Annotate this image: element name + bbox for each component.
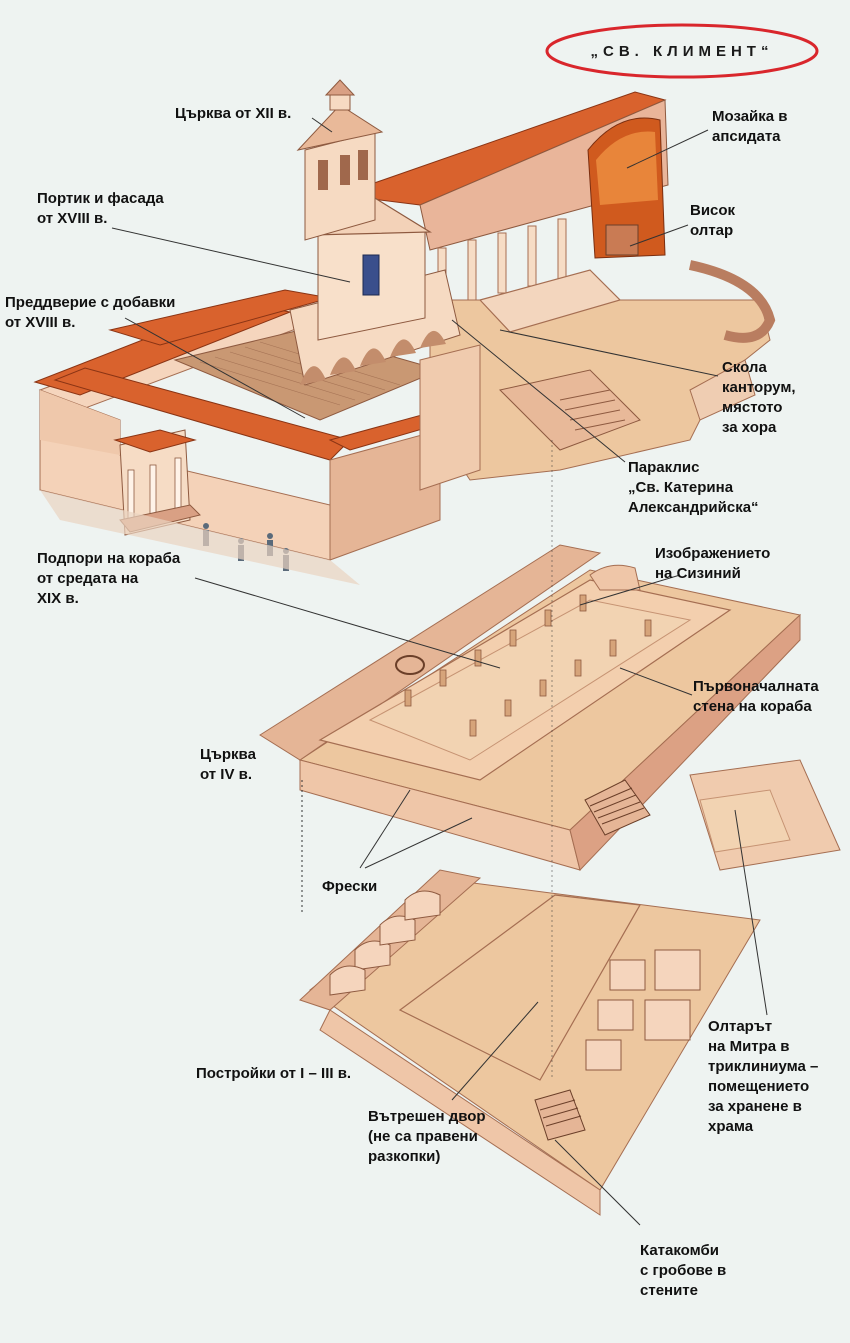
label-catacombs: Катакомби с гробове в стените — [640, 1242, 727, 1299]
staircase — [584, 779, 651, 836]
label-high-altar: Висок олтар — [690, 202, 736, 239]
label-inner-courtyard: Вътрешен двор (не са правени разкопки) — [368, 1108, 486, 1165]
leader-lines — [111, 117, 768, 1226]
label-portico-facade: Портик и фасада от XVIII в. — [37, 190, 164, 227]
facade-window — [362, 254, 380, 296]
church-12c-structure — [33, 79, 776, 585]
label-church-4c: Църква от IV в. — [200, 746, 256, 783]
vaulted-chambers — [329, 890, 441, 996]
title-highlight-ellipse — [545, 23, 819, 79]
diagram-title: „СВ. КЛИМЕНТ“ — [590, 43, 774, 60]
schola-cantorum-enclosure — [478, 269, 622, 333]
label-frescoes: Фрески — [322, 878, 378, 895]
label-mithras-altar: Олтарът на Митра в триклиниума – помещен… — [708, 1018, 819, 1135]
label-original-nave-wall: Първоначалната стена на кораба — [693, 678, 819, 715]
church-4c-structure — [259, 544, 841, 872]
high-altar-canopy — [605, 224, 639, 256]
label-st-catherine-chapel: Параклис „Св. Катерина Александрийска“ — [628, 459, 759, 516]
label-nave-supports: Подпори на кораба от средата на XIX в. — [37, 550, 181, 607]
bell-tower — [296, 79, 384, 241]
label-sisinnius-image: Изображението на Сизиний — [655, 545, 771, 582]
label-schola-cantorum: Скола канторум, мястото за хора — [722, 359, 796, 436]
label-atrium: Преддверие с добавки от XVIII в. — [5, 294, 176, 331]
label-apse-mosaic: Мозайка в апсидата — [712, 108, 788, 145]
nave-columns — [404, 594, 652, 737]
label-church-12c: Църква от XII в. — [175, 105, 292, 122]
roman-buildings-structure — [299, 869, 761, 1216]
inner-courtyard — [398, 894, 641, 1081]
label-buildings-1-3c: Постройки от I – III в. — [196, 1065, 352, 1082]
circular-feature — [395, 655, 425, 675]
